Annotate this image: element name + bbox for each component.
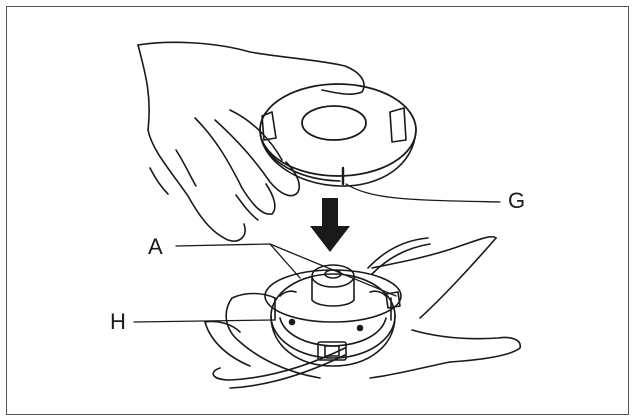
callout-g-label: G	[508, 188, 526, 213]
lower-hand	[204, 235, 522, 379]
spool-cover	[259, 83, 417, 187]
callout-a-label: A	[148, 234, 163, 259]
down-arrow-icon	[310, 198, 350, 252]
leader-lines	[133, 183, 501, 323]
callout-h-label: H	[110, 309, 126, 334]
spool-head	[264, 264, 402, 367]
upper-hand	[137, 41, 365, 242]
